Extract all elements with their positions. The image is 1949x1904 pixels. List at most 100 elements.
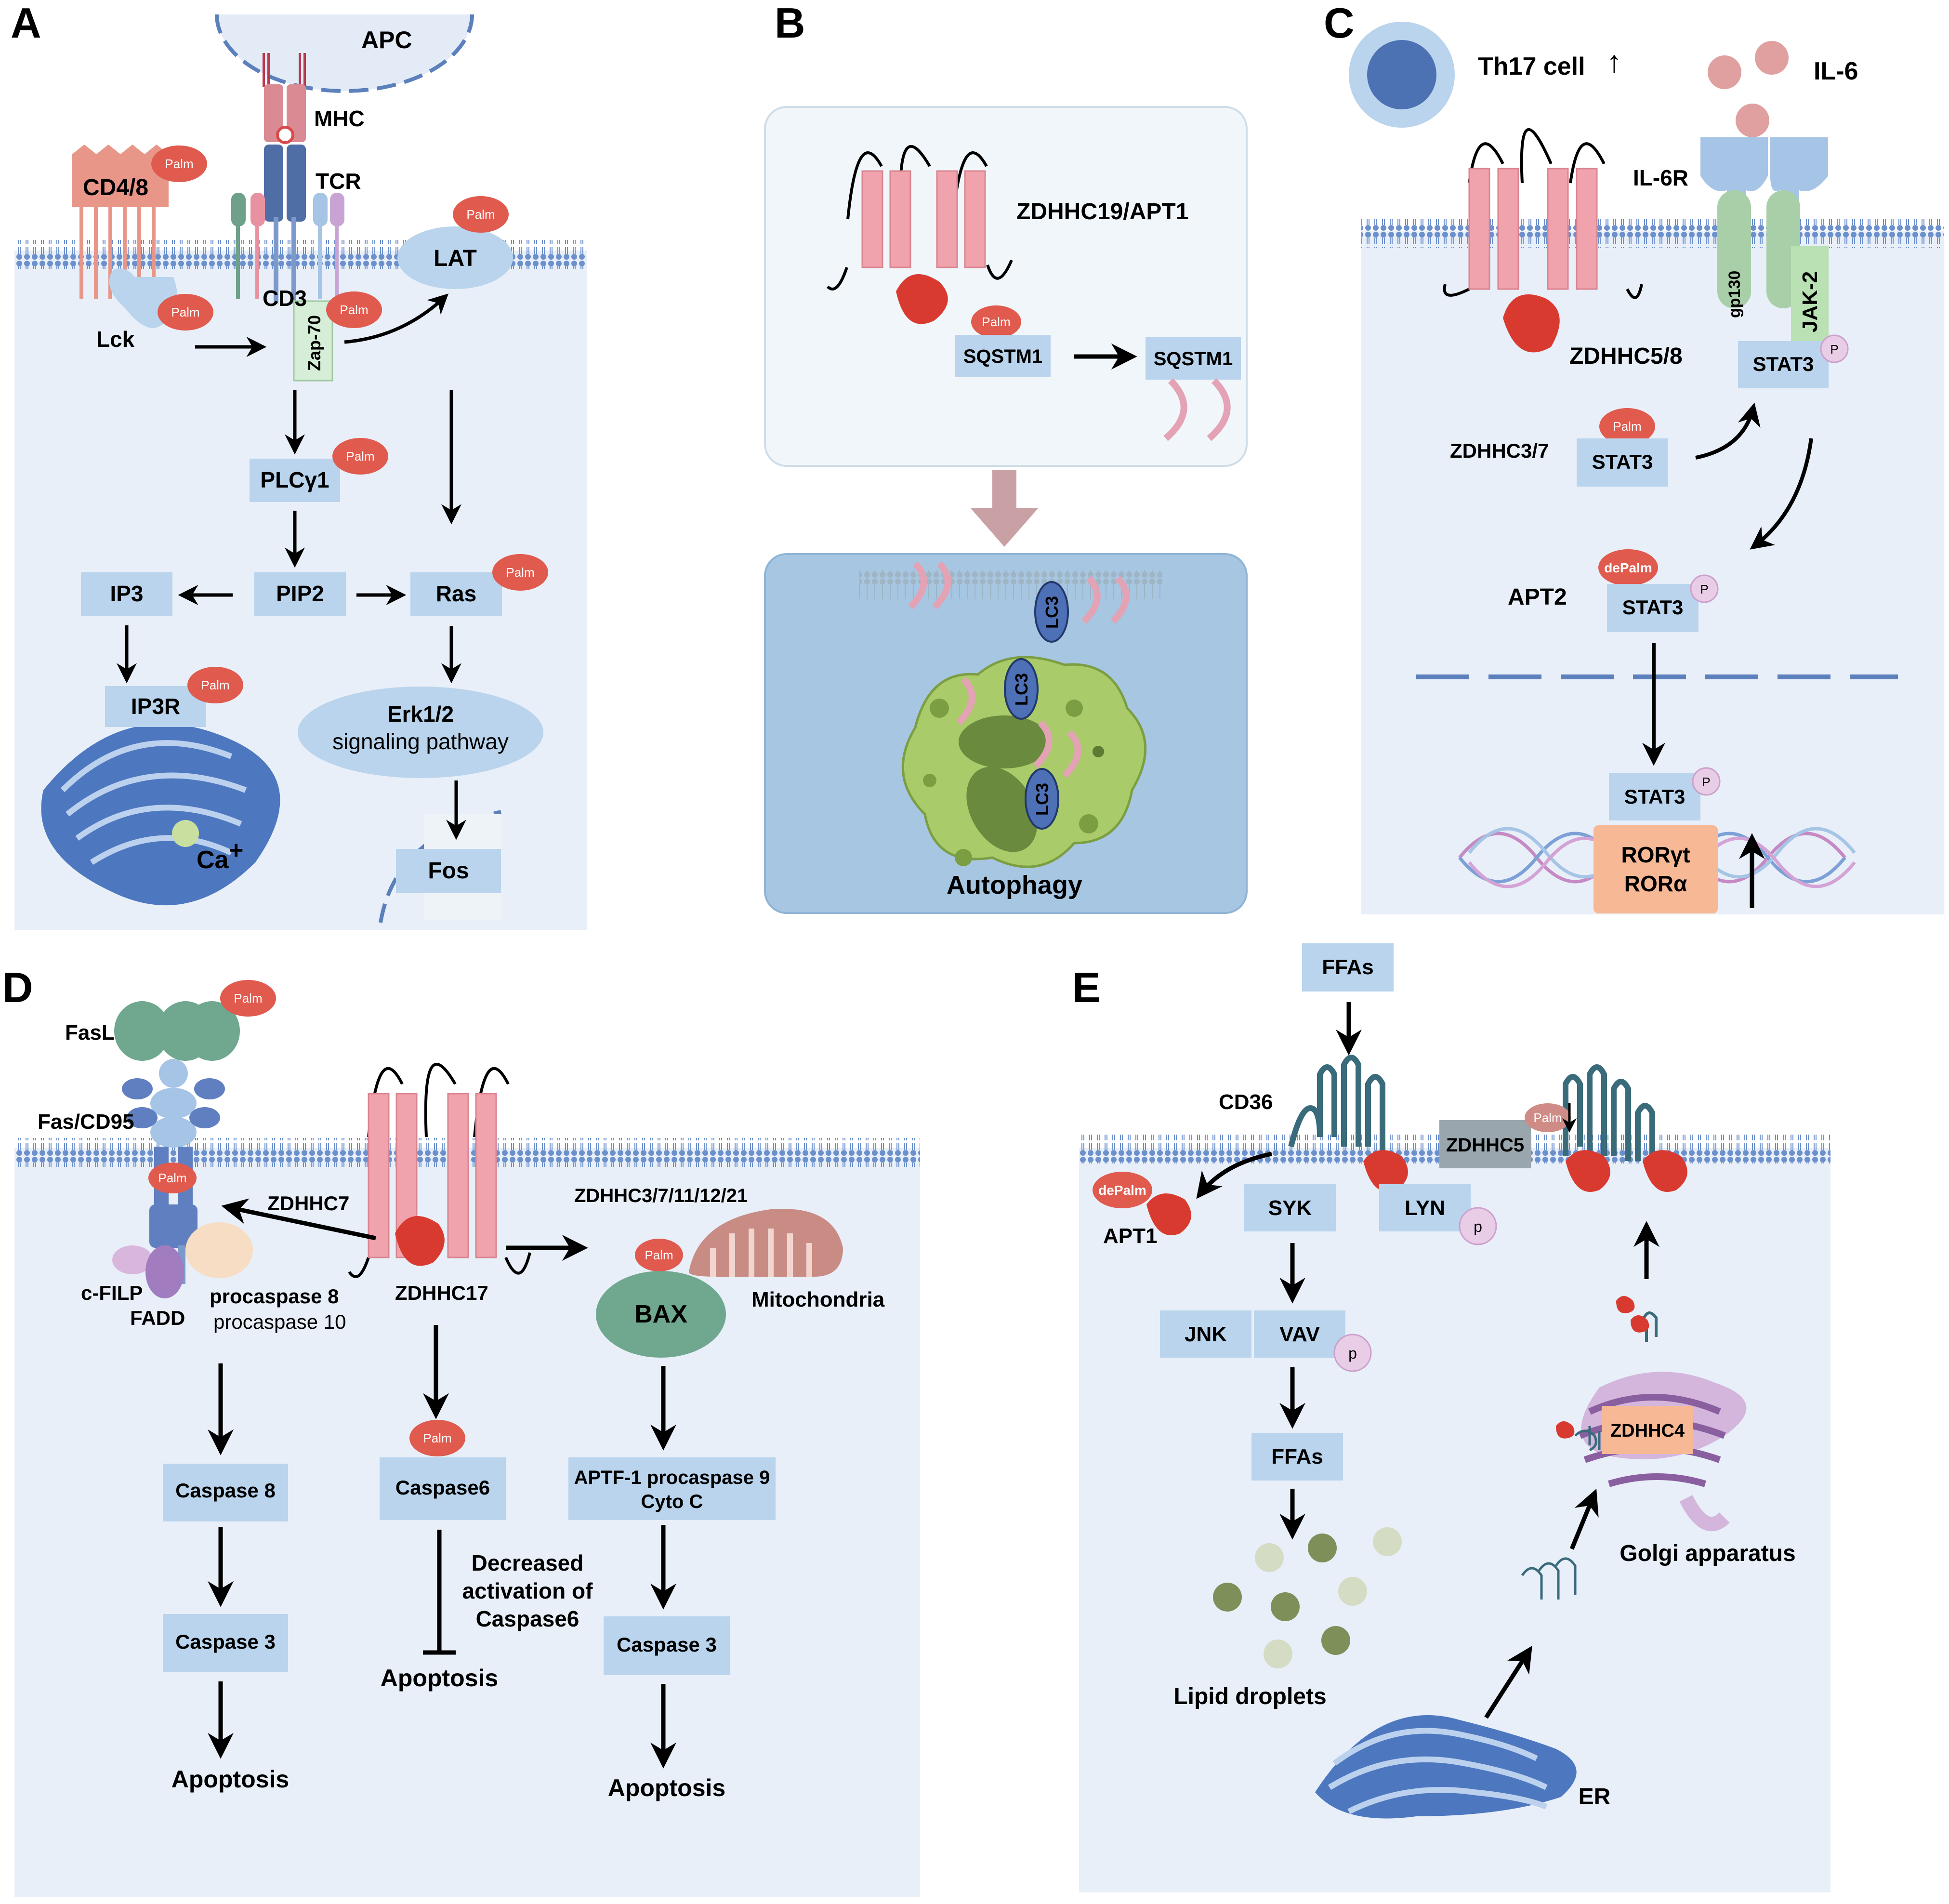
palm-tag-label: Palm bbox=[1533, 1111, 1562, 1125]
lck-label: Lck bbox=[96, 327, 135, 352]
tcr-label: TCR bbox=[316, 169, 361, 194]
palm-tags-a: Palm Palm Palm Palm Palm Palm Palm bbox=[151, 145, 548, 703]
zdhhc4-box bbox=[1602, 1406, 1693, 1454]
palm-tag-label: Palm bbox=[506, 565, 534, 580]
zdhhc19-label: ZDHHC19/APT1 bbox=[1016, 199, 1188, 225]
ror-box bbox=[1593, 825, 1718, 913]
panel-a-letter: A bbox=[11, 0, 41, 47]
il6r-label: IL-6R bbox=[1633, 165, 1688, 190]
th17-label: Th17 cell bbox=[1478, 53, 1585, 80]
cd36-receptor bbox=[1288, 1055, 1655, 1180]
panel-e: E FFAs CD36 ZDHHC5 Palm dePalm APT1 SYK … bbox=[1072, 943, 1830, 1892]
phospho-label: P bbox=[1700, 582, 1708, 596]
palm-tag bbox=[158, 294, 213, 331]
calcium-ion bbox=[172, 820, 199, 847]
lc3-marker-3 bbox=[1025, 768, 1059, 830]
caspase8-box bbox=[163, 1464, 288, 1521]
zdhhc58-label: ZDHHC5/8 bbox=[1569, 344, 1683, 369]
mhc-label: MHC bbox=[314, 106, 365, 131]
palm-tag-label: Palm bbox=[346, 449, 374, 463]
palm-tag bbox=[332, 438, 388, 475]
gp130-label: gp130 bbox=[1725, 271, 1744, 318]
panel-b-upper-box bbox=[764, 106, 1248, 467]
phospho-label: p bbox=[1474, 1218, 1482, 1235]
palm-tag-label: Palm bbox=[340, 303, 368, 317]
panel-c-arrows bbox=[1642, 402, 1813, 766]
palm-tag bbox=[492, 554, 548, 591]
aptf-label-2: Cyto C bbox=[641, 1491, 703, 1512]
apt2-label: APT2 bbox=[1508, 584, 1567, 610]
ip3-label: IP3 bbox=[110, 581, 143, 606]
zdhhc17-enzyme bbox=[348, 1062, 531, 1278]
ras-box bbox=[410, 572, 502, 616]
caspase3-box-1 bbox=[163, 1614, 288, 1672]
vesicle-cd36 bbox=[1616, 1296, 1658, 1342]
ras-label: Ras bbox=[436, 581, 476, 606]
lc3-marker-2 bbox=[1004, 658, 1039, 720]
zdhhc58-enzyme bbox=[1443, 128, 1643, 353]
panel-a: A APC MHC TCR CD4/8 Zap-70 CD3 LAT bbox=[11, 0, 587, 930]
stat3-label-b: STAT3 bbox=[1592, 450, 1653, 473]
fas-label: Fas/CD95 bbox=[38, 1110, 134, 1134]
fasl-ligand bbox=[114, 1001, 240, 1061]
lc3-marker-1 bbox=[1034, 581, 1069, 643]
autophagy-label: Autophagy bbox=[947, 871, 1082, 899]
palm-tag-label: Palm bbox=[982, 315, 1010, 329]
il6-label: IL-6 bbox=[1814, 57, 1858, 85]
decreased-label-2: activation of bbox=[462, 1578, 593, 1603]
panel-c-membrane bbox=[1361, 219, 1944, 248]
fasl-label: FasL bbox=[65, 1021, 115, 1045]
ffas-box-2 bbox=[1251, 1433, 1343, 1481]
pip2-label: PIP2 bbox=[276, 581, 324, 606]
erk-label-1: Erk1/2 bbox=[387, 701, 454, 727]
palm-tag-label: Palm bbox=[165, 157, 193, 171]
phospho-badge bbox=[1692, 767, 1721, 796]
ip3r-box bbox=[105, 686, 206, 727]
apoptosis-label-2: Apoptosis bbox=[381, 1665, 498, 1692]
phospho-badge bbox=[1459, 1207, 1497, 1245]
ror-label-2: RORα bbox=[1624, 871, 1687, 896]
phospho-label: P bbox=[1702, 775, 1710, 789]
lc3-label-1: LC3 bbox=[1042, 596, 1062, 629]
fos-box bbox=[396, 849, 501, 893]
ffas-label-2: FFAs bbox=[1271, 1445, 1323, 1468]
er-cd36-cargo bbox=[1521, 1557, 1577, 1600]
panel-d-letter: D bbox=[2, 964, 33, 1011]
panel-d: D FasL Palm Fas/CD95 Palm c-FILP FA bbox=[2, 964, 920, 1897]
bax-oval bbox=[596, 1271, 726, 1358]
panel-b-letter: B bbox=[775, 0, 805, 47]
syk-box bbox=[1244, 1184, 1336, 1231]
cd36-palm-site bbox=[1363, 1150, 1408, 1192]
plc-label: PLCγ1 bbox=[260, 467, 329, 492]
depalm-tag bbox=[1598, 549, 1658, 586]
ffas-box-1 bbox=[1302, 943, 1394, 992]
il6-receptor bbox=[1700, 137, 1828, 308]
cfilp-label: c-FILP bbox=[81, 1282, 143, 1304]
pip2-box bbox=[254, 572, 346, 616]
depalm-tag-label: dePalm bbox=[1098, 1183, 1146, 1198]
palm-tag bbox=[453, 196, 509, 233]
palm-tag-label: Palm bbox=[1613, 419, 1641, 434]
phospho-badge bbox=[1690, 574, 1719, 603]
caspase6-label: Caspase6 bbox=[395, 1476, 490, 1499]
fas-receptor bbox=[112, 1059, 253, 1298]
zdhhc19-enzyme bbox=[826, 145, 1013, 324]
zap70-box bbox=[293, 300, 333, 382]
lipid-label: Lipid droplets bbox=[1173, 1684, 1326, 1709]
il6-ligand bbox=[1755, 41, 1789, 75]
palm-tag bbox=[971, 305, 1021, 338]
caspase3-box-2 bbox=[604, 1616, 730, 1675]
stat3-label-a: STAT3 bbox=[1753, 353, 1814, 375]
bax-label: BAX bbox=[634, 1300, 687, 1328]
palm-tag bbox=[220, 980, 276, 1017]
depalm-tag bbox=[1093, 1172, 1152, 1208]
decreased-label-1: Decreased bbox=[472, 1550, 584, 1575]
cd36-palm-site bbox=[1566, 1150, 1610, 1192]
caspase8-label: Caspase 8 bbox=[175, 1479, 276, 1502]
autophagosome-membrane bbox=[859, 570, 1162, 599]
erk-label-2: signaling pathway bbox=[332, 729, 509, 754]
phospho-badge bbox=[1333, 1334, 1372, 1372]
zdhhc37-label: ZDHHC3/7 bbox=[1450, 439, 1549, 462]
palm-tag bbox=[187, 667, 243, 703]
caspase3-label-1: Caspase 3 bbox=[175, 1630, 276, 1653]
